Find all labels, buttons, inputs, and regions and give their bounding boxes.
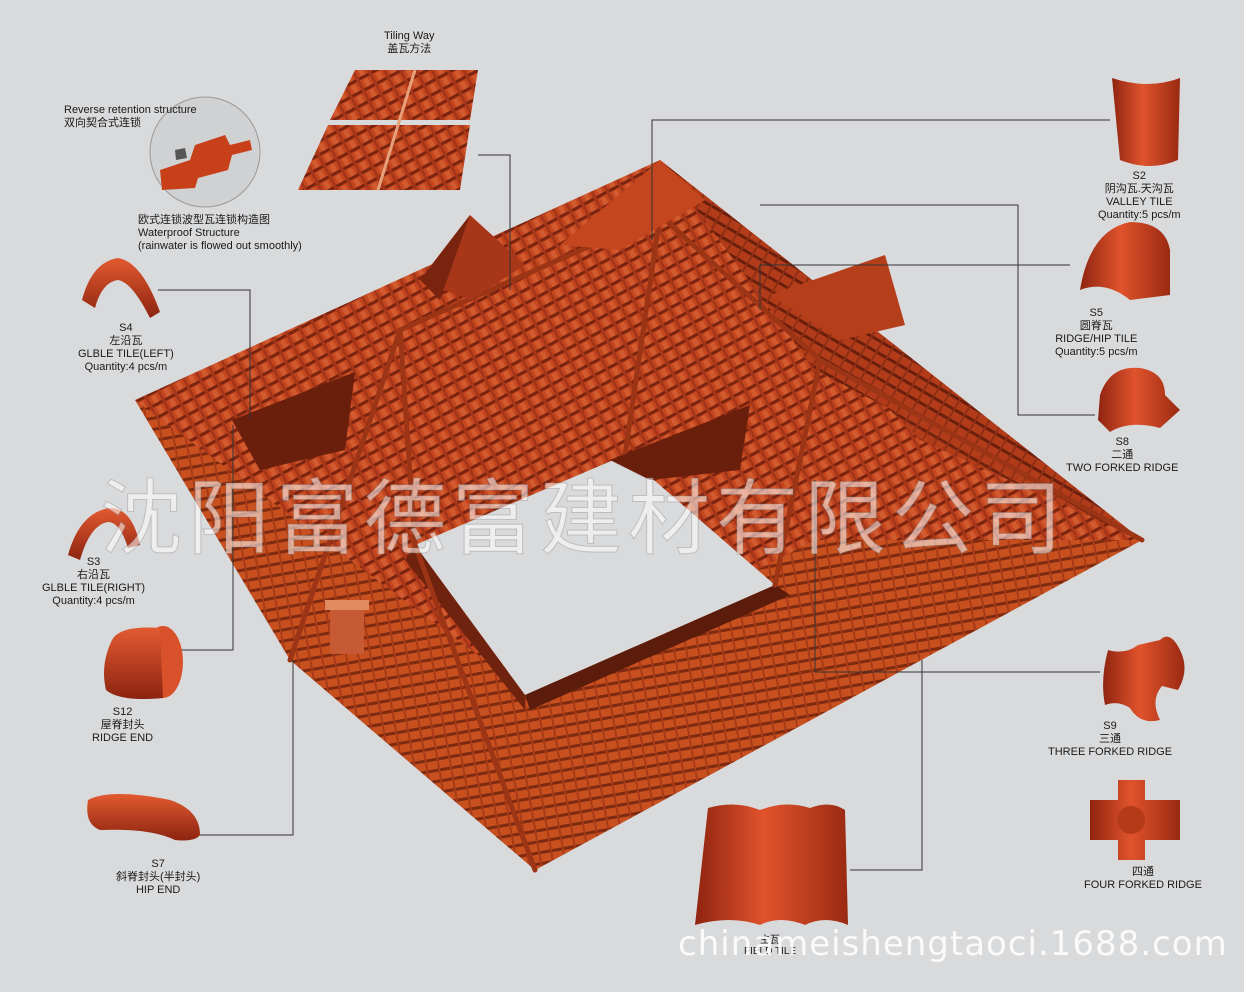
four-cn: 四通	[1131, 866, 1154, 878]
s12-cn: 屋脊封头	[100, 719, 145, 731]
field-en: FIELD TILE	[744, 946, 797, 957]
tiling-way-image	[298, 69, 478, 191]
field-cn: 主瓦	[760, 935, 781, 946]
s5-cn: 圆脊瓦	[1079, 320, 1113, 332]
roof-illustration	[135, 160, 1145, 873]
leader-lines	[150, 119, 1110, 871]
label-s8: S8 二通 TWO FORKED RIDGE	[1066, 436, 1178, 475]
s7-en: HIP END	[135, 884, 181, 896]
reverse-en: Reverse retention structure	[64, 104, 197, 116]
s9-cn: 三通	[1099, 733, 1122, 745]
label-four-forked: 四通 FOUR FORKED RIDGE	[1084, 866, 1202, 892]
waterproof-label: 欧式连锁波型瓦连锁构造图 Waterproof Structure (rainw…	[138, 214, 302, 253]
s9-code: S9	[1103, 720, 1117, 732]
s4-en: GLBLE TILE(LEFT)	[78, 348, 174, 360]
url-watermark: chinameishengtaoci.1688.com	[678, 924, 1228, 964]
s2-cn: 阴沟瓦.天沟瓦	[1104, 183, 1174, 195]
reverse-retention-label: Reverse retention structure 双向契合式连锁	[64, 104, 197, 130]
s9-en: THREE FORKED RIDGE	[1048, 746, 1173, 758]
label-s3: S3 右沿瓦 GLBLE TILE(RIGHT) Quantity:4 pcs/…	[42, 556, 145, 608]
s3-code: S3	[86, 556, 101, 568]
s3-en: GLBLE TILE(RIGHT)	[42, 582, 146, 594]
tile-s4-image	[82, 258, 160, 318]
s8-en: TWO FORKED RIDGE	[1066, 462, 1179, 474]
label-s7: S7 斜脊封头(半封头) HIP END	[116, 858, 200, 897]
label-field-tile: 主瓦 FIELD TILE	[744, 935, 796, 957]
s3-qty: Quantity:4 pcs/m	[52, 595, 135, 607]
s2-qty: Quantity:5 pcs/m	[1098, 209, 1181, 221]
s4-qty: Quantity:4 pcs/m	[84, 361, 168, 373]
label-s2: S2 阴沟瓦.天沟瓦 VALLEY TILE Quantity:5 pcs/m	[1098, 170, 1181, 222]
s12-en: RIDGE END	[92, 732, 154, 744]
tile-s5-image	[1080, 222, 1170, 300]
tile-field-image	[695, 804, 848, 925]
s7-cn: 斜脊封头(半封头)	[116, 871, 201, 883]
s2-code: S2	[1132, 170, 1146, 182]
s5-qty: Quantity:5 pcs/m	[1055, 346, 1138, 358]
tiling-way-en: Tiling Way	[384, 30, 435, 42]
s5-code: S5	[1089, 307, 1103, 319]
s3-cn: 右沿瓦	[77, 569, 111, 581]
tile-s3-image	[68, 508, 140, 560]
label-s4: S4 左沿瓦 GLBLE TILE(LEFT) Quantity:4 pcs/m	[78, 322, 174, 374]
tiling-way-label: Tiling Way 盖瓦方法	[384, 30, 435, 56]
tile-s12-image	[104, 626, 183, 699]
label-s9: S9 三通 THREE FORKED RIDGE	[1048, 720, 1172, 759]
label-s12: S12 屋脊封头 RIDGE END	[92, 706, 153, 745]
waterproof-cn: 欧式连锁波型瓦连锁构造图	[138, 214, 270, 226]
reverse-retention-diagram	[149, 96, 261, 208]
label-s5: S5 圆脊瓦 RIDGE/HIP TILE Quantity:5 pcs/m	[1055, 307, 1138, 359]
s8-cn: 二通	[1111, 449, 1134, 461]
s5-en: RIDGE/HIP TILE	[1055, 333, 1138, 345]
s4-code: S4	[119, 322, 133, 334]
reverse-cn: 双向契合式连锁	[64, 117, 141, 129]
waterproof-en: Waterproof Structure	[138, 227, 240, 239]
tiling-way-cn: 盖瓦方法	[387, 43, 432, 55]
four-en: FOUR FORKED RIDGE	[1084, 879, 1202, 891]
s7-code: S7	[151, 858, 165, 870]
tile-s8-image	[1098, 367, 1180, 432]
waterproof-note: (rainwater is flowed out smoothly)	[138, 240, 302, 252]
s8-code: S8	[1115, 436, 1129, 448]
tile-s9-image	[1103, 636, 1185, 722]
tile-s2-image	[1112, 78, 1180, 166]
s4-cn: 左沿瓦	[109, 335, 143, 347]
chimney	[330, 606, 364, 654]
s2-en: VALLEY TILE	[1105, 196, 1173, 208]
company-watermark: 沈阳富德富建材有限公司	[99, 472, 1069, 568]
tile-s7-image	[87, 794, 200, 841]
s12-code: S12	[112, 706, 133, 718]
tile-four-image	[1090, 780, 1180, 860]
courtyard-opening	[415, 455, 775, 695]
